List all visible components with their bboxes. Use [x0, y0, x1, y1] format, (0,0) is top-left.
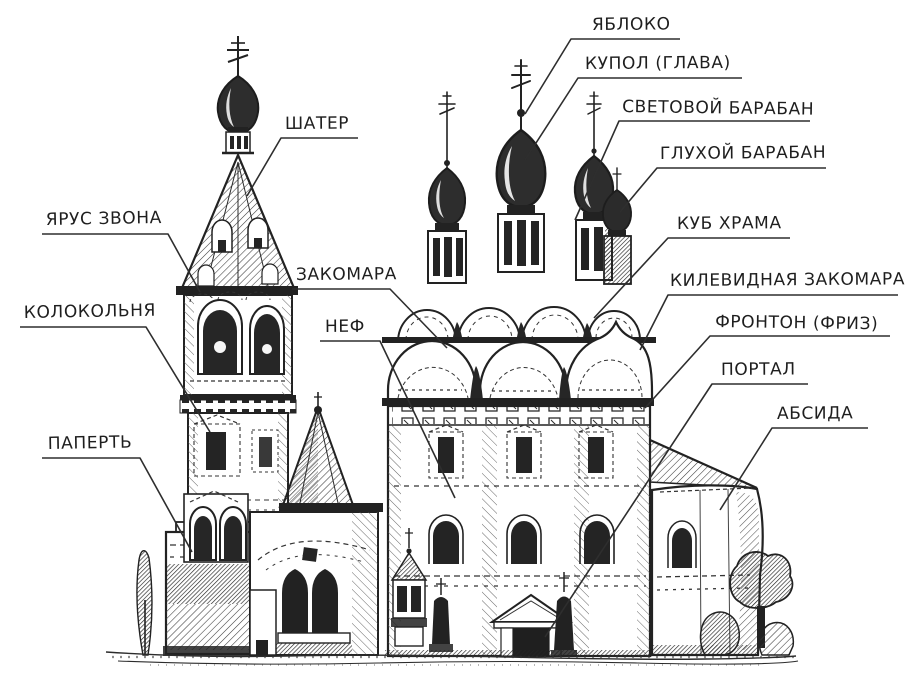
bell-tower-dome [216, 74, 260, 135]
bell [214, 341, 226, 353]
bell-tier [183, 291, 293, 396]
porch-tent [279, 392, 383, 512]
pinnacle-posts [429, 572, 577, 657]
bell-tower [163, 36, 313, 656]
central-dome [495, 59, 547, 273]
leader-light-drum [574, 120, 810, 221]
portal [488, 593, 574, 657]
label-portal: ПОРТАЛ [720, 359, 796, 380]
label-apple: ЯБЛОКО [591, 14, 671, 35]
lower-windows [428, 514, 615, 564]
leader-apse [719, 427, 868, 511]
label-blind-drum: ГЛУХОЙ БАРАБАН [659, 142, 827, 164]
leader-keel-zakomara [639, 294, 898, 351]
label-temple-cube: КУБ ХРАМА [676, 213, 782, 234]
blind-dome [602, 167, 632, 285]
bell [262, 344, 272, 354]
upper-windows [428, 424, 614, 479]
label-nave: НЕФ [324, 316, 365, 337]
label-pediment-frieze: ФРОНТОН (ФРИЗ) [715, 312, 879, 335]
frieze-band [392, 407, 648, 424]
domes-and-drums [427, 59, 632, 285]
left-dome [427, 91, 467, 284]
leader-blind-drum [619, 167, 826, 213]
leader-bell-tower [20, 326, 211, 433]
bush [699, 611, 741, 656]
label-porch: ПАПЕРТЬ [47, 432, 133, 454]
chapel-lantern [390, 528, 428, 647]
label-tent-roof: ШАТЕР [284, 113, 350, 134]
bush [729, 551, 794, 609]
porch-gate [249, 511, 379, 656]
label-apse: АБСИДА [776, 403, 854, 424]
leader-lines [20, 38, 898, 638]
leader-nave [320, 340, 456, 499]
kokoshniki-row [382, 306, 656, 343]
apple-finial [517, 109, 525, 117]
keel-zakomara-arch [564, 319, 654, 402]
label-cupola-glava: КУПОЛ (ГЛАВА) [584, 52, 731, 74]
apse-window [672, 528, 692, 568]
leader-zakomara [292, 288, 448, 349]
paperth-porch [183, 490, 249, 563]
label-bell-tier: ЯРУС ЗВОНА [45, 207, 163, 230]
bush [758, 621, 795, 656]
leader-temple-cube [593, 237, 790, 319]
leader-portal [544, 383, 808, 638]
leader-tent-roof [246, 137, 358, 197]
trees [136, 550, 795, 656]
label-keel-zakomara: КИЛЕВИДНАЯ ЗАКОМАРА [669, 269, 906, 291]
label-light-drum: СВЕТОВОЙ БАРАБАН [622, 97, 815, 120]
leader-pediment-frieze [644, 335, 890, 409]
leader-cupola-glava [524, 77, 742, 161]
leader-bell-tier [42, 233, 201, 293]
ground [105, 651, 800, 666]
label-zakomara: ЗАКОМАРА [295, 264, 397, 285]
apse [649, 438, 764, 657]
label-bell-tower: КОЛОКОЛЬНЯ [23, 300, 157, 323]
zakomara-arches [386, 319, 654, 402]
leader-apple [524, 38, 680, 115]
leader-porch [42, 457, 193, 553]
